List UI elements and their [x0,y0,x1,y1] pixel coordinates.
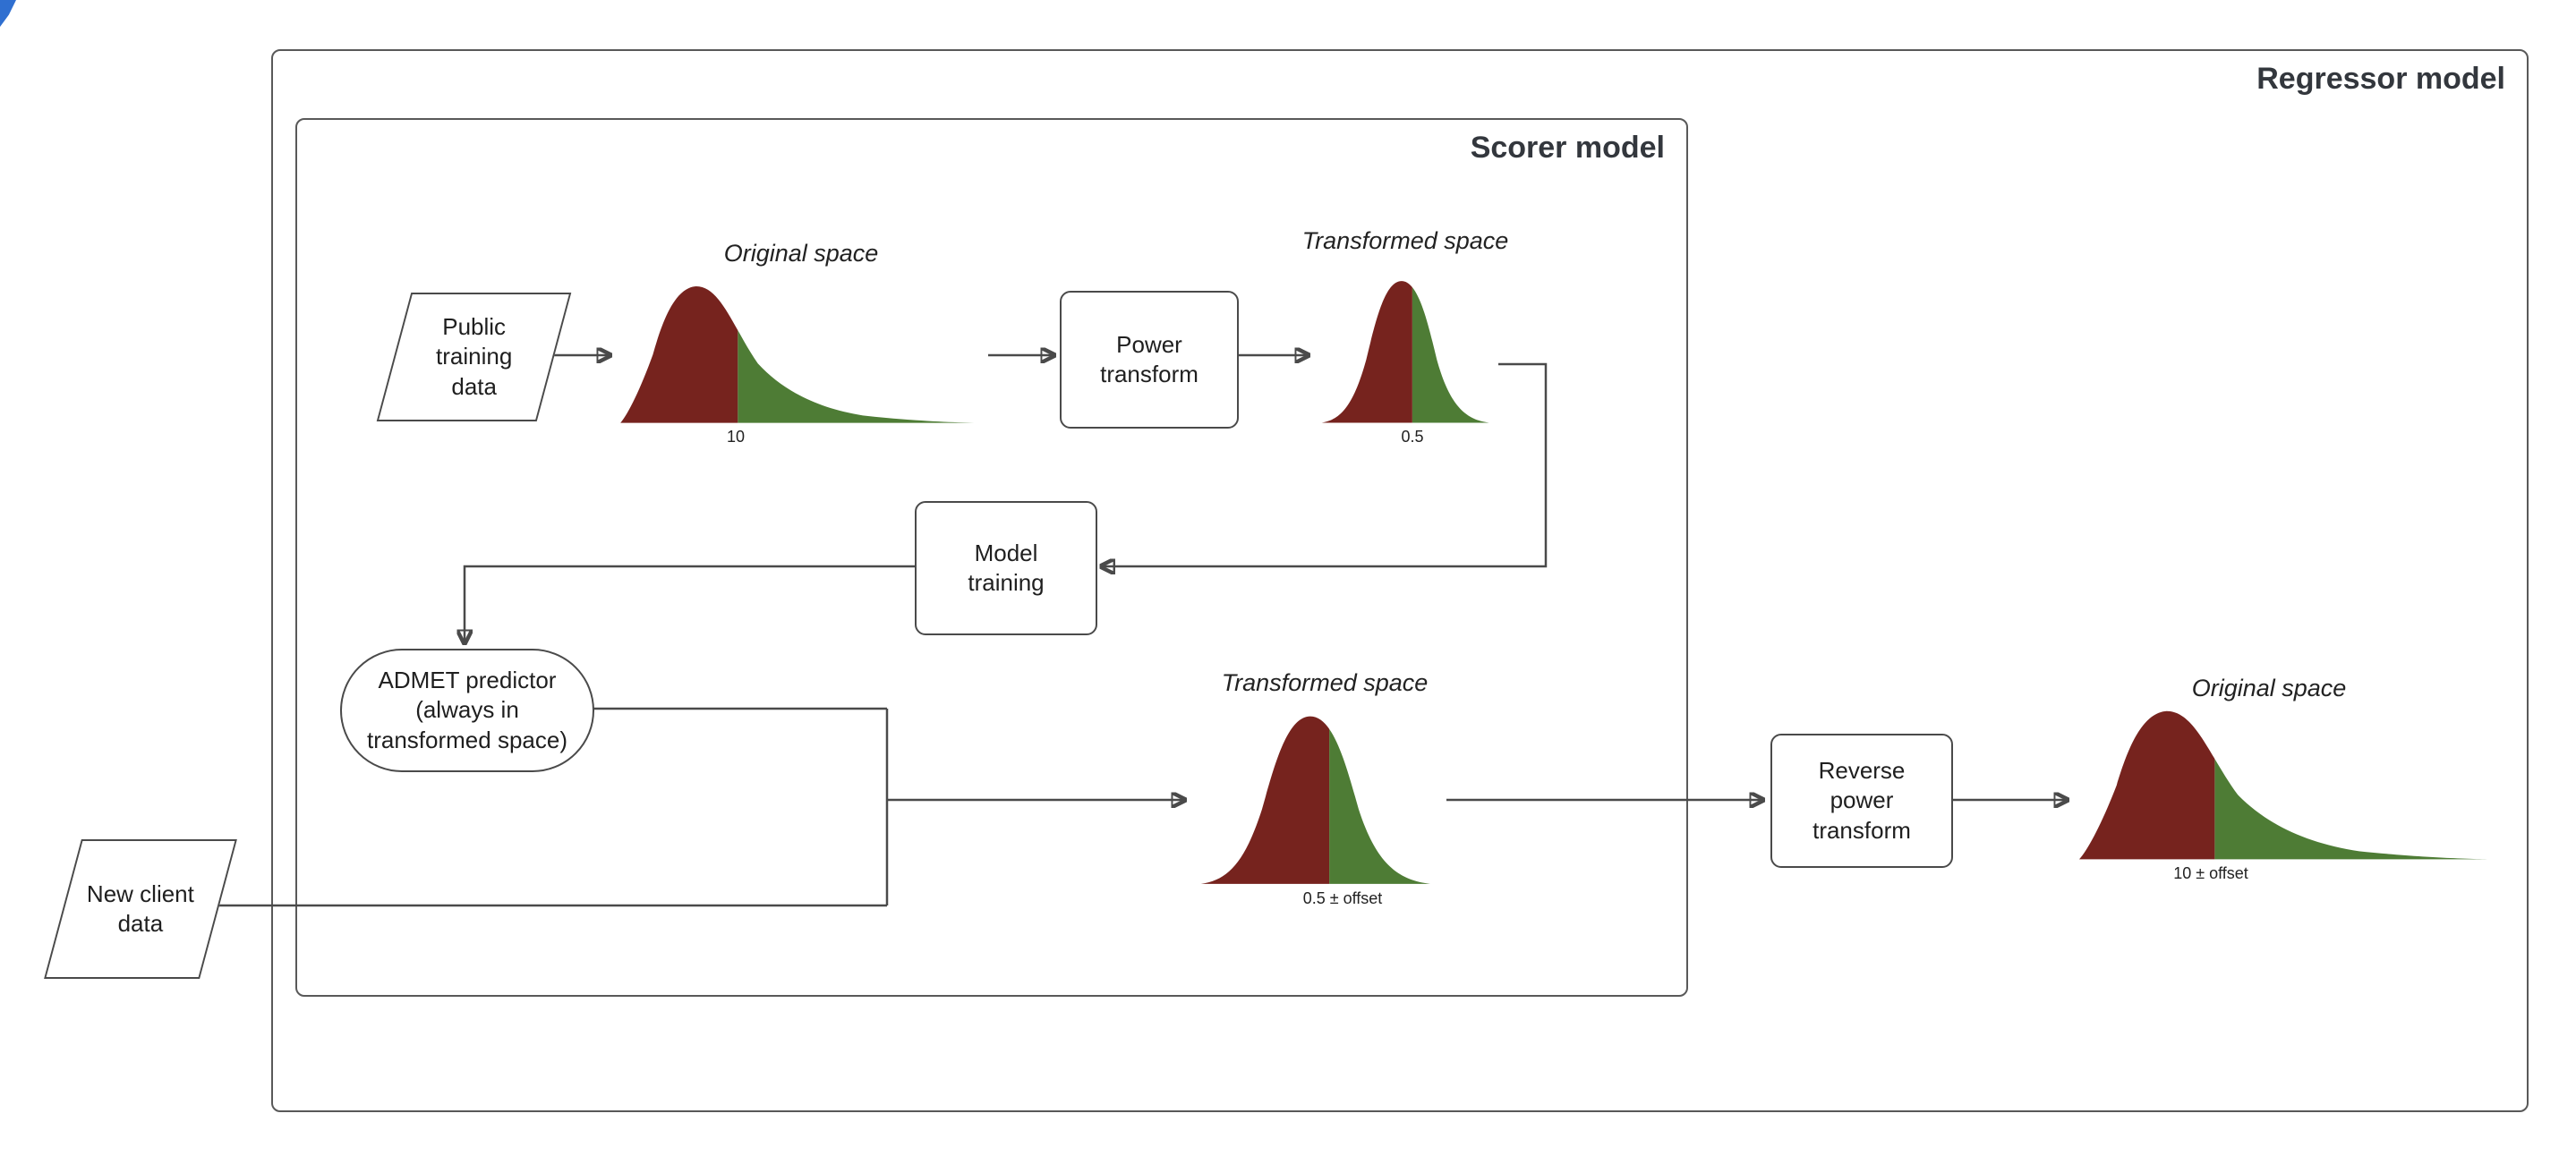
scorer-model-group: Scorer model [295,118,1688,997]
model-training-label: Model training [968,539,1045,596]
axis-label-transformed-space-pred: 0.5 ± offset [1302,889,1383,907]
reverse-power-transform-node[interactable]: Reverse power transform [1770,734,1953,868]
plot-title-original-space-train: Original space [723,240,879,267]
public-training-data-label: Public training data [435,313,513,400]
plot-title-original-space-pred: Original space [2191,675,2347,701]
admet-predictor-node[interactable]: ADMET predictor (always in transformed s… [340,649,594,772]
new-client-data-node[interactable]: New client data [44,839,237,979]
axis-label-original-space-pred: 10 ± offset [2173,864,2248,882]
model-training-node[interactable]: Model training [915,501,1097,635]
reverse-power-transform-label: Reverse power transform [1813,757,1911,844]
distribution-original-space-train [620,285,984,423]
plot-title-transformed-space-train: Transformed space [1301,227,1509,254]
axis-label-transformed-space-train: 0.5 [1401,428,1424,446]
distribution-original-space-pred [2078,710,2499,860]
power-transform-node[interactable]: Power transform [1060,291,1239,429]
corner-blue-fragment [0,0,16,27]
plot-title-transformed-space-pred: Transformed space [1221,669,1429,696]
regressor-model-label: Regressor model [2256,62,2505,96]
new-client-data-label: New client data [87,880,194,937]
regressor-model-group: Regressor model [271,49,2529,1112]
axis-label-original-space-train: 10 [726,428,746,446]
scorer-model-label: Scorer model [1470,131,1665,165]
admet-predictor-label: ADMET predictor (always in transformed s… [367,667,567,753]
power-transform-label: Power transform [1100,330,1198,387]
distribution-transformed-space-train [1321,281,1489,423]
distribution-transformed-space-pred [1200,716,1430,884]
